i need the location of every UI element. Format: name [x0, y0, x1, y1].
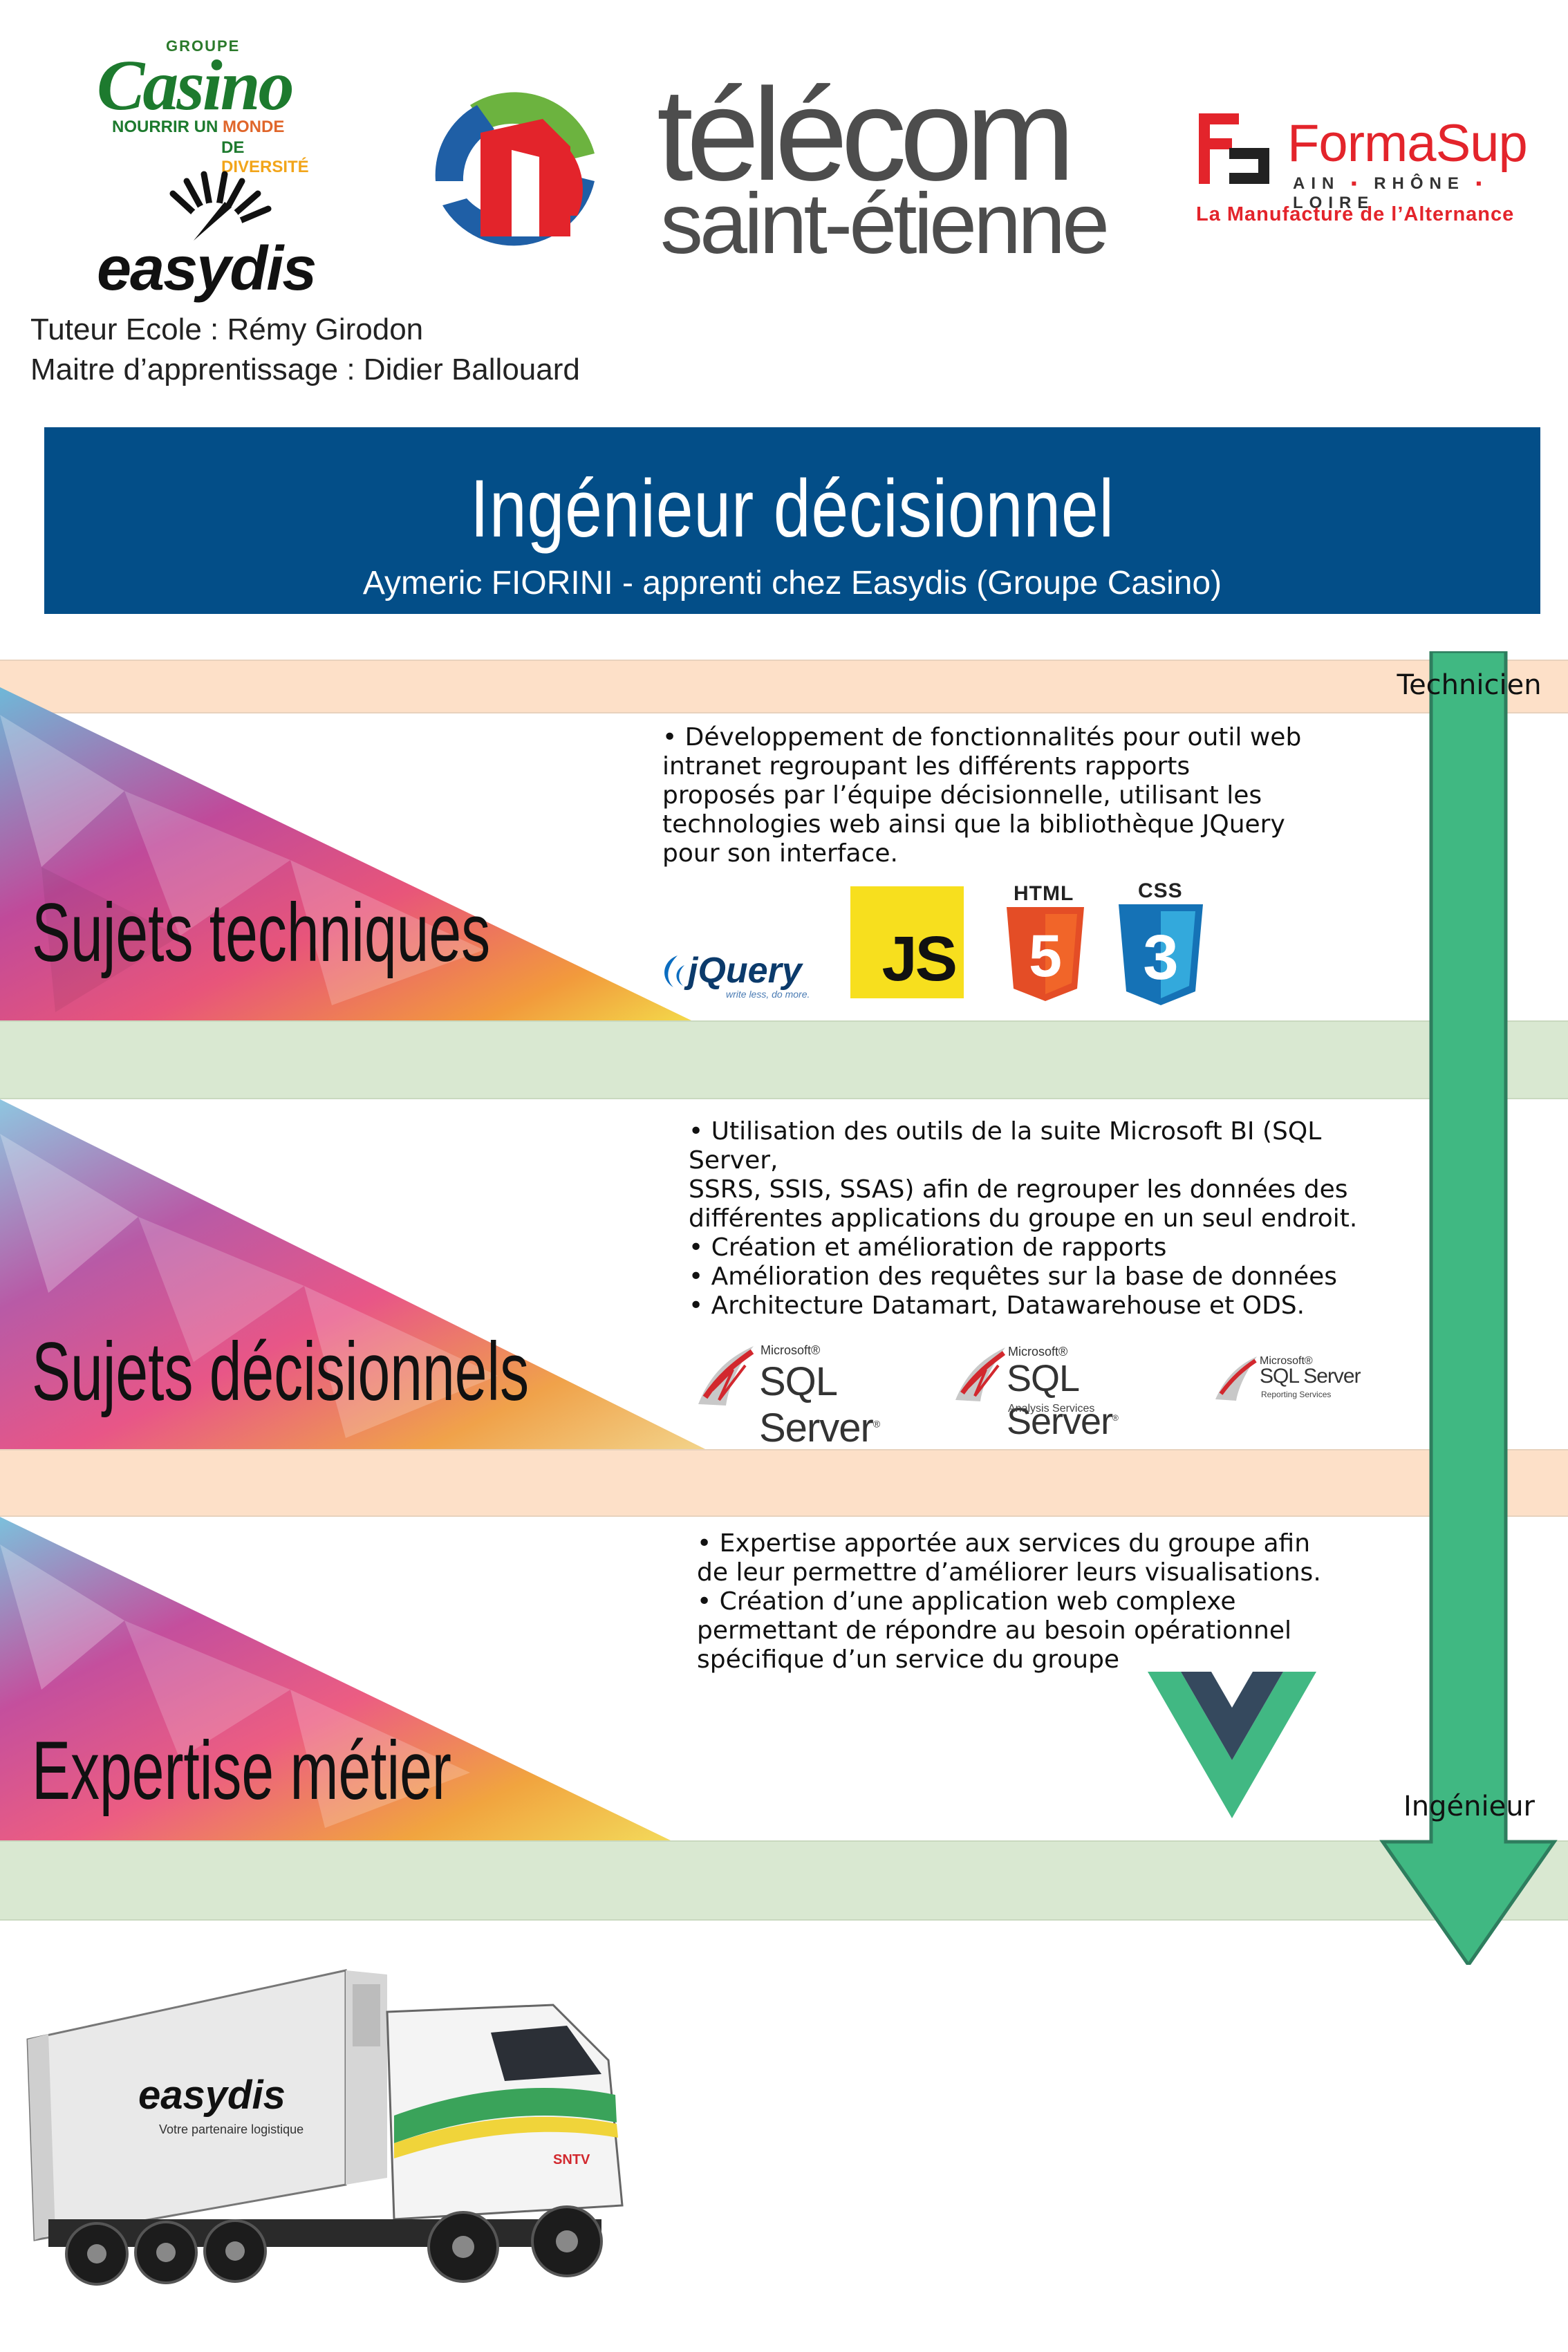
sql-server-reporting-logo: Microsoft® SQL Server Reporting Services: [1211, 1354, 1363, 1409]
formasup-tagline: La Manufacture de l’Alternance: [1196, 203, 1515, 225]
band-green-1: [0, 1020, 1568, 1099]
sql-analysis-ms-label: Microsoft®: [1008, 1345, 1068, 1359]
section-text-decisionnels: • Utilisation des outils de la suite Mic…: [689, 1117, 1358, 1320]
html-label: HTML: [1014, 882, 1074, 905]
telecom-word: télécom: [657, 62, 1075, 208]
jquery-swirl-icon: [664, 955, 684, 987]
formasup-logo: FormaSup AIN ▪ RHÔNE ▪ LOIRE La Manufact…: [1196, 111, 1556, 235]
section-title-expertise: Expertise métier: [32, 1724, 451, 1817]
sql-server-reporting-icon: [1215, 1356, 1257, 1401]
page-title: Ingénieur décisionnel: [470, 463, 1114, 554]
section-title-decisionnels: Sujets décisionnels: [32, 1325, 530, 1418]
sql-server-icon: [698, 1346, 754, 1406]
html5-number: 5: [1029, 923, 1062, 989]
section-text-expertise: • Expertise apportée aux services du gro…: [697, 1529, 1321, 1674]
band-peach-1: [0, 660, 1568, 713]
formasup-regions: AIN ▪ RHÔNE ▪ LOIRE: [1293, 174, 1488, 212]
html5-logo: HTML 5: [1004, 882, 1087, 1003]
saint-etienne-word: saint-étienne: [660, 176, 1110, 272]
title-banner: Ingénieur décisionnel Aymeric FIORINI - …: [44, 427, 1540, 614]
js-label: JS: [881, 924, 958, 994]
easydis-sunburst-icon: [169, 171, 272, 242]
timeline-end-label: Ingénieur: [1403, 1791, 1536, 1822]
javascript-logo: JS: [850, 886, 964, 998]
sql-ms-label: Microsoft®: [760, 1343, 821, 1357]
truck-brand: easydis: [138, 2073, 286, 2118]
page-subtitle: Aymeric FIORINI - apprenti chez Easydis …: [362, 565, 1222, 601]
sql-server-wordmark: SQL Server®: [759, 1359, 880, 1450]
vue-logo-icon: [1148, 1672, 1316, 1818]
truck-code: SNTV: [553, 2152, 590, 2167]
timeline-arrow: [1379, 651, 1558, 1965]
html5-shield-icon: 5: [1007, 907, 1084, 1001]
sql-reporting-ms-label: Microsoft®: [1260, 1355, 1313, 1367]
timeline-start-label: Technicien: [1397, 669, 1542, 701]
tutors-block: Tuteur Ecole : Rémy Girodon Maitre d’app…: [30, 310, 580, 390]
css3-shield-icon: 3: [1119, 904, 1203, 1005]
band-green-2: [0, 1840, 1568, 1921]
css3-number: 3: [1143, 922, 1178, 993]
casino-tagline-2: DE DIVERSITÉ: [221, 138, 309, 176]
band-peach-2: [0, 1449, 1568, 1517]
telecom-logo-mark: [422, 77, 608, 250]
easydis-logo: easydis: [90, 166, 339, 304]
section-text-techniques: • Développement de fonctionnalités pour …: [662, 723, 1302, 868]
jquery-logo: jQuery write less, do more.: [657, 947, 816, 1000]
section-bg-techniques: [0, 687, 691, 1020]
sql-server-logo: Microsoft® SQL Server®: [691, 1338, 947, 1450]
sql-server-analysis-icon: [955, 1347, 1006, 1401]
jquery-tagline: write less, do more.: [726, 989, 810, 1000]
css-label: CSS: [1138, 879, 1183, 902]
sql-reporting-wordmark: SQL Server: [1260, 1365, 1361, 1388]
sql-server-analysis-logo: Microsoft® SQL Server® Analysis Services: [950, 1345, 1178, 1442]
sql-analysis-wordmark: SQL Server®: [1007, 1358, 1119, 1442]
easydis-truck-image: SNTV easydis Votre partenaire logistique: [26, 1969, 624, 2286]
easydis-wordmark: easydis: [97, 234, 317, 304]
section-bg-decisionnels: [0, 1099, 705, 1449]
section-bg-expertise: [0, 1517, 671, 1840]
casino-logo: GROUPE Casino NOURRIR UN MONDE DE DIVERS…: [97, 35, 332, 176]
css3-logo: CSS 3: [1116, 879, 1206, 1009]
analysis-services-label: Analysis Services: [1008, 1403, 1095, 1415]
jquery-wordmark: jQuery: [688, 951, 802, 991]
truck-tagline: Votre partenaire logistique: [159, 2122, 304, 2136]
section-title-techniques: Sujets techniques: [32, 886, 491, 979]
formasup-mark-icon: [1199, 113, 1269, 184]
casino-tagline-1: NOURRIR UN MONDE: [112, 118, 285, 136]
school-tutor: Tuteur Ecole : Rémy Girodon: [30, 312, 424, 346]
reporting-services-label: Reporting Services: [1261, 1390, 1332, 1399]
company-tutor: Maitre d’apprentissage : Didier Ballouar…: [30, 353, 580, 386]
formasup-wordmark: FormaSup: [1287, 114, 1528, 173]
casino-group-label: GROUPE: [166, 37, 241, 55]
casino-wordmark: Casino: [97, 46, 295, 125]
